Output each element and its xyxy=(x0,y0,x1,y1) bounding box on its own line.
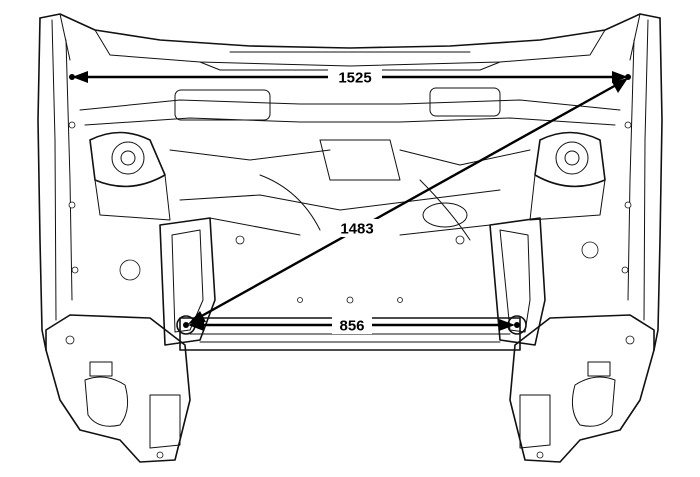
dimension-1483-arrow-top xyxy=(612,78,628,93)
dimension-856-arrow-right xyxy=(499,319,515,331)
dimension-1483-line xyxy=(197,82,619,320)
dimension-1525-arrow-left xyxy=(72,71,88,83)
dimension-labels: 1525 1483 856 xyxy=(328,68,382,335)
dimension-label-856: 856 xyxy=(339,318,364,335)
dimension-lines xyxy=(69,71,631,331)
dimension-label-1525: 1525 xyxy=(338,70,371,87)
dimension-label-1483: 1483 xyxy=(340,221,373,238)
body-structure-drawing xyxy=(37,13,663,463)
dimension-856-arrow-left xyxy=(188,319,204,331)
dimension-1525-arrow-right xyxy=(612,71,628,83)
